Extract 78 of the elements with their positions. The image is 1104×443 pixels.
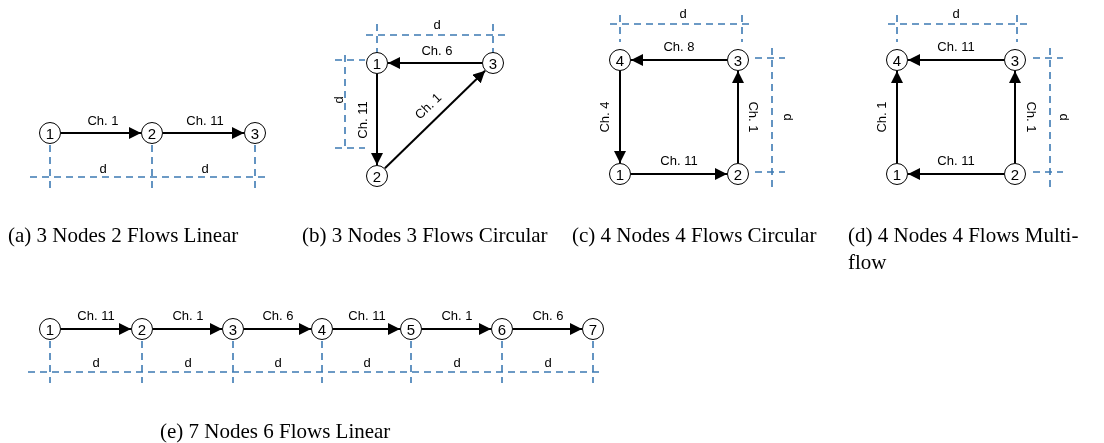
node-circle: 4 (311, 318, 333, 340)
arrow (152, 323, 223, 335)
dimension-label: d (781, 113, 795, 121)
dimension-label: d (92, 355, 100, 369)
arrow (387, 57, 483, 69)
node-circle: 1 (609, 163, 631, 185)
dimension-label: d (331, 96, 345, 104)
node-circle: 3 (244, 122, 266, 144)
dimension-label: d (433, 17, 441, 31)
edge-label: Ch. 11 (660, 153, 698, 167)
node-circle: 1 (366, 52, 388, 74)
node-circle: 3 (482, 52, 504, 74)
dimension-label: d (952, 6, 960, 20)
node-circle: 2 (366, 165, 388, 187)
caption: (c) 4 Nodes 4 Flows Circular (572, 222, 818, 249)
arrow (421, 323, 492, 335)
arrow (512, 323, 583, 335)
node-circle: 2 (141, 122, 163, 144)
arrow (907, 168, 1005, 180)
dimension-label: d (184, 355, 192, 369)
node-circle: 1 (886, 163, 908, 185)
arrow (614, 70, 626, 164)
node-circle: 4 (886, 49, 908, 71)
arrow (60, 323, 132, 335)
node-circle: 2 (727, 163, 749, 185)
edge-label: Ch. 1 (172, 308, 204, 322)
edge-label: Ch. 1 (87, 113, 119, 127)
arrow (1009, 70, 1021, 164)
arrow (243, 323, 312, 335)
dimension-label: d (99, 161, 107, 175)
edge-label: Ch. 11 (348, 308, 386, 322)
edge-label: Ch. 11 (77, 308, 115, 322)
arrow (630, 54, 728, 66)
arrow (732, 70, 744, 164)
node-circle: 3 (1004, 49, 1026, 71)
node-circle: 3 (727, 49, 749, 71)
dimension-label: d (679, 6, 687, 20)
arrow (332, 323, 401, 335)
edge-label: Ch. 6 (421, 43, 453, 57)
arrow (891, 70, 903, 164)
edge-label: Ch. 8 (663, 39, 695, 53)
edge-label: Ch. 6 (262, 308, 294, 322)
node-circle: 2 (131, 318, 153, 340)
arrow (162, 127, 245, 139)
edge-label: Ch. 1 (746, 101, 760, 133)
arrow (371, 73, 383, 166)
edge-label: Ch. 1 (441, 308, 473, 322)
edge-label: Ch. 11 (355, 101, 369, 139)
node-circle: 4 (609, 49, 631, 71)
caption: (d) 4 Nodes 4 Flows Multi-flow (848, 222, 1080, 277)
edge-label: Ch. 1 (412, 90, 444, 122)
edge-label: Ch. 11 (186, 113, 224, 127)
caption: (a) 3 Nodes 2 Flows Linear (8, 222, 240, 249)
node-circle: 5 (400, 318, 422, 340)
arrow (907, 54, 1005, 66)
node-circle: 1 (39, 318, 61, 340)
node-circle: 1 (39, 122, 61, 144)
node-circle: 7 (582, 318, 604, 340)
arrow (630, 168, 728, 180)
arrow (60, 127, 142, 139)
arrow (383, 69, 487, 170)
edge-label: Ch. 11 (937, 153, 975, 167)
edge-label: Ch. 1 (1024, 101, 1038, 133)
dimension-label: d (1057, 113, 1071, 121)
node-circle: 2 (1004, 163, 1026, 185)
edge-label: Ch. 4 (597, 101, 611, 133)
caption: (b) 3 Nodes 3 Flows Circular (302, 222, 549, 249)
caption: (e) 7 Nodes 6 Flows Linear (160, 418, 392, 443)
edge-label: Ch. 11 (937, 39, 975, 53)
dimension-label: d (274, 355, 282, 369)
node-circle: 6 (491, 318, 513, 340)
edge-label: Ch. 6 (532, 308, 564, 322)
edge-label: Ch. 1 (874, 101, 888, 133)
dimension-label: d (363, 355, 371, 369)
node-circle: 3 (222, 318, 244, 340)
dimension-label: d (544, 355, 552, 369)
dimension-label: d (201, 161, 209, 175)
dimension-label: d (453, 355, 461, 369)
